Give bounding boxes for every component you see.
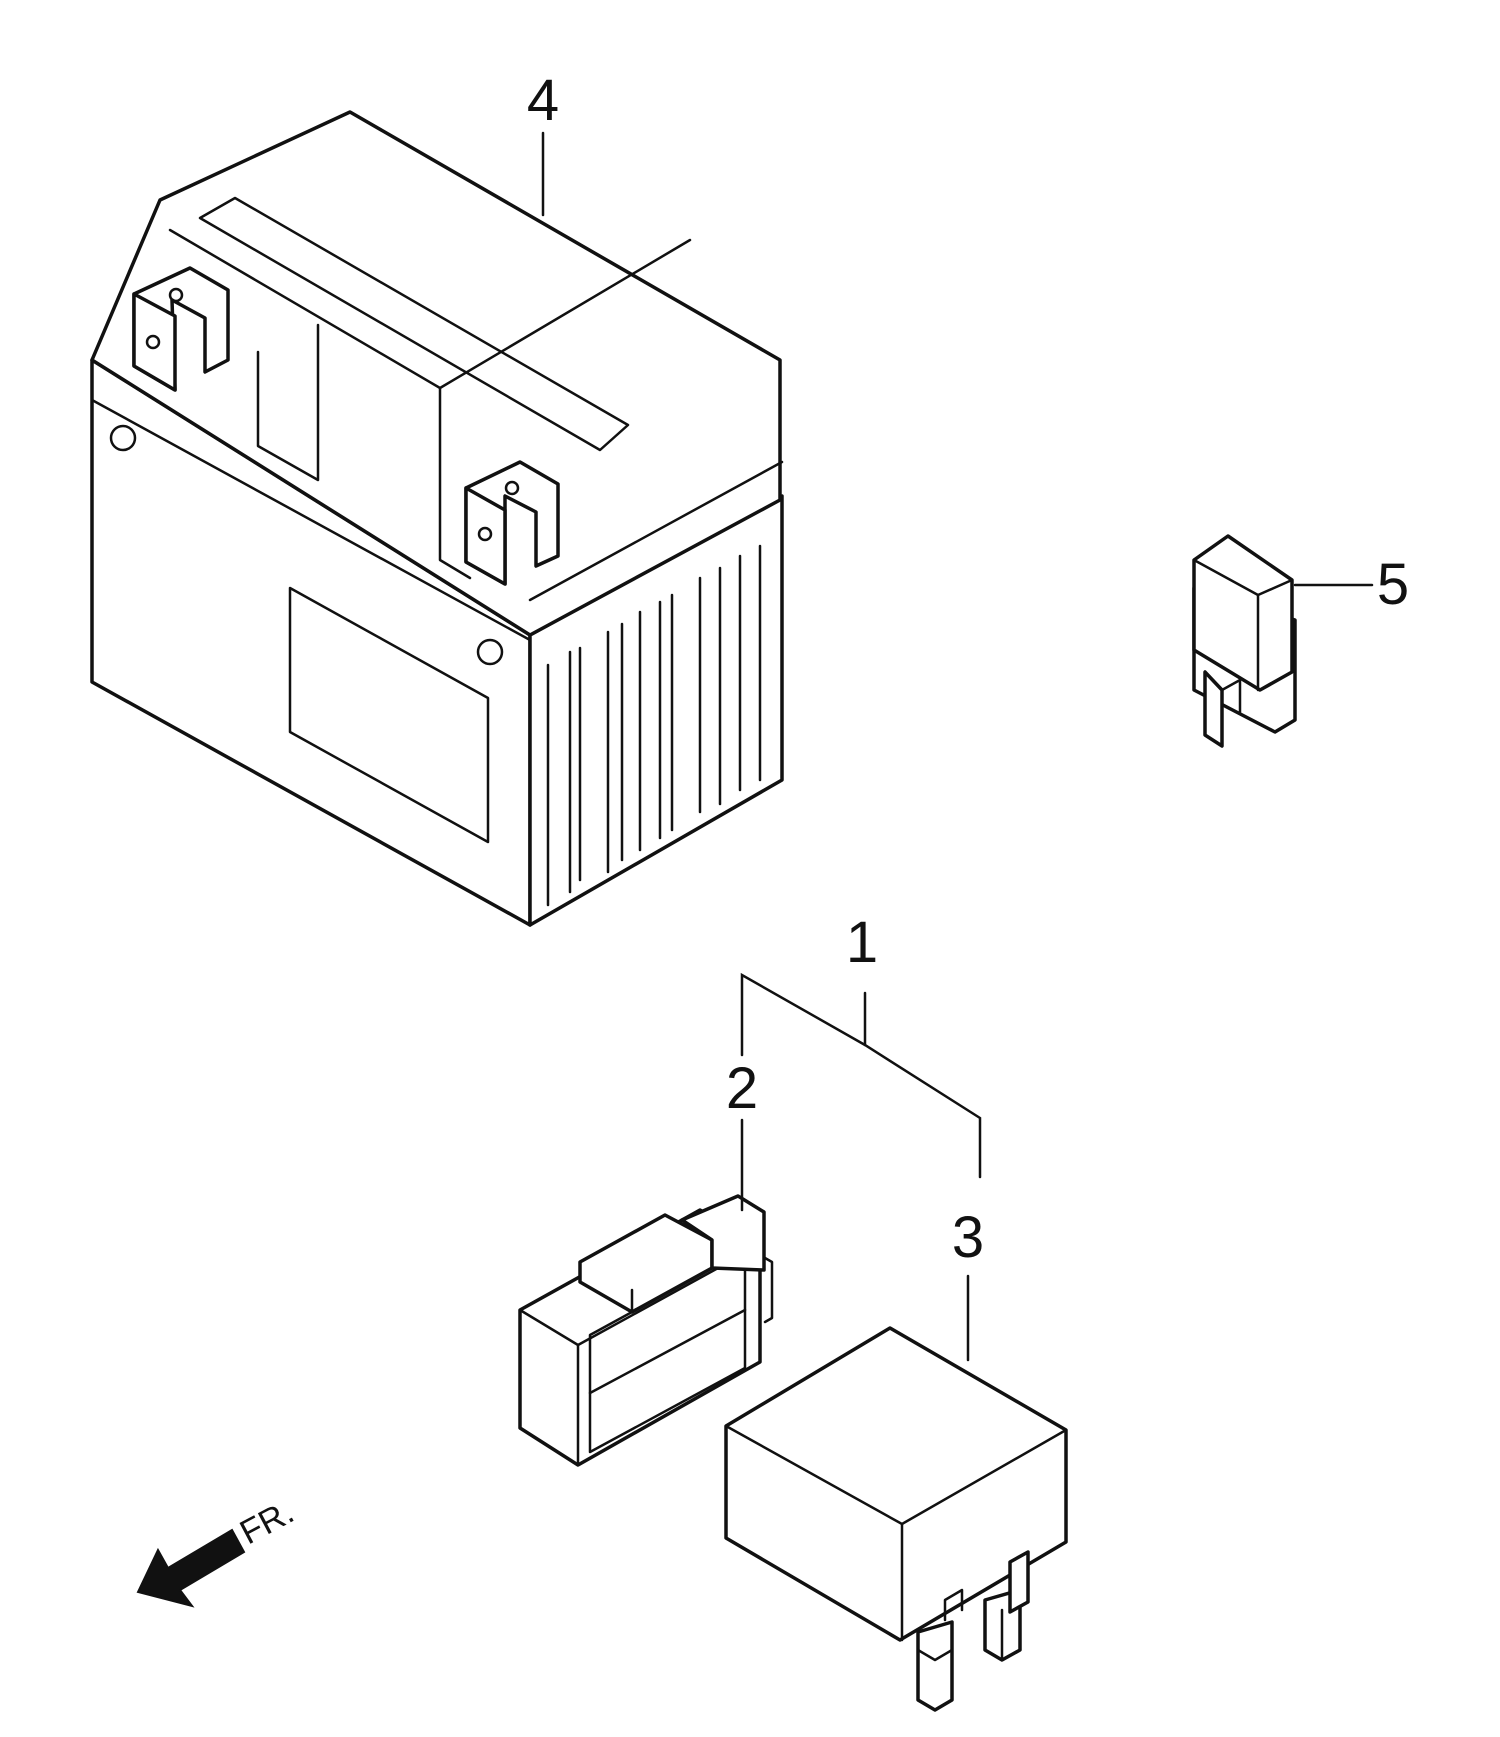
battery-hole-left <box>109 424 137 452</box>
battery-hole-right <box>476 638 504 666</box>
callout-4: 4 <box>527 68 559 133</box>
small-relay[interactable] <box>1192 534 1297 748</box>
bracket-1 <box>740 972 982 1179</box>
connector-housing[interactable] <box>518 1194 774 1467</box>
callout-3: 3 <box>952 1205 984 1270</box>
battery-terminal-left <box>132 266 230 392</box>
callout-2: 2 <box>726 1056 758 1121</box>
callout-1: 1 <box>846 910 878 975</box>
leader-lines <box>541 131 1374 1362</box>
battery-terminal-right <box>464 460 560 586</box>
relay[interactable] <box>724 1326 1068 1712</box>
front-direction-arrow-icon <box>136 1528 246 1608</box>
battery[interactable] <box>90 110 784 927</box>
front-direction-indicator: FR. <box>136 1493 300 1608</box>
relay-pins <box>916 1550 1030 1712</box>
battery-ribs <box>546 544 762 907</box>
callout-5: 5 <box>1377 552 1409 617</box>
front-direction-label: FR. <box>234 1493 300 1552</box>
battery-label-panel <box>288 586 490 844</box>
